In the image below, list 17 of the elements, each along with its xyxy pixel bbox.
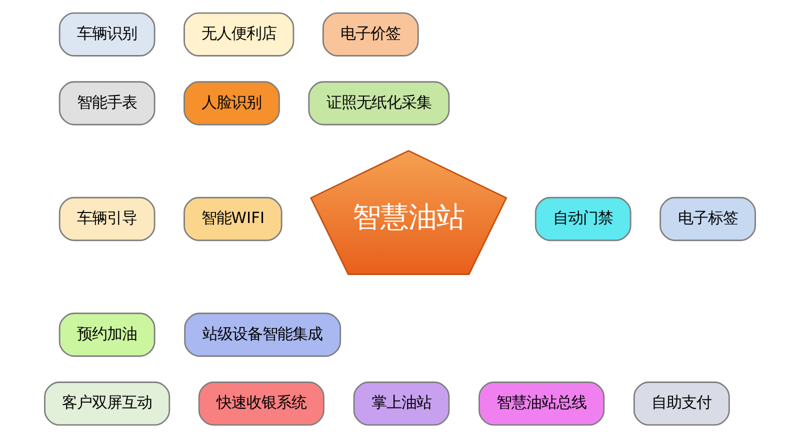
node-box: 智慧油站总线: [478, 382, 605, 426]
node-box: 电子价签: [322, 12, 419, 56]
node-box: 无人便利店: [184, 12, 294, 56]
node-box: 智能WIFI: [184, 196, 282, 242]
node-box: 掌上油站: [353, 382, 450, 426]
node-box: 车辆识别: [58, 12, 156, 56]
node-box: 自动门禁: [534, 196, 632, 242]
node-box: 车辆引导: [58, 196, 156, 242]
node-box: 智能手表: [58, 81, 156, 126]
node-box: 电子标签: [660, 196, 756, 242]
node-box: 站级设备智能集成: [184, 312, 342, 357]
node-box: 证照无纸化采集: [308, 81, 450, 126]
node-box: 预约加油: [58, 312, 156, 357]
node-box: 快速收银系统: [198, 382, 324, 426]
node-box: 自助支付: [633, 382, 730, 426]
node-box: 客户双屏互动: [44, 382, 170, 426]
node-box: 人脸识别: [184, 81, 280, 126]
